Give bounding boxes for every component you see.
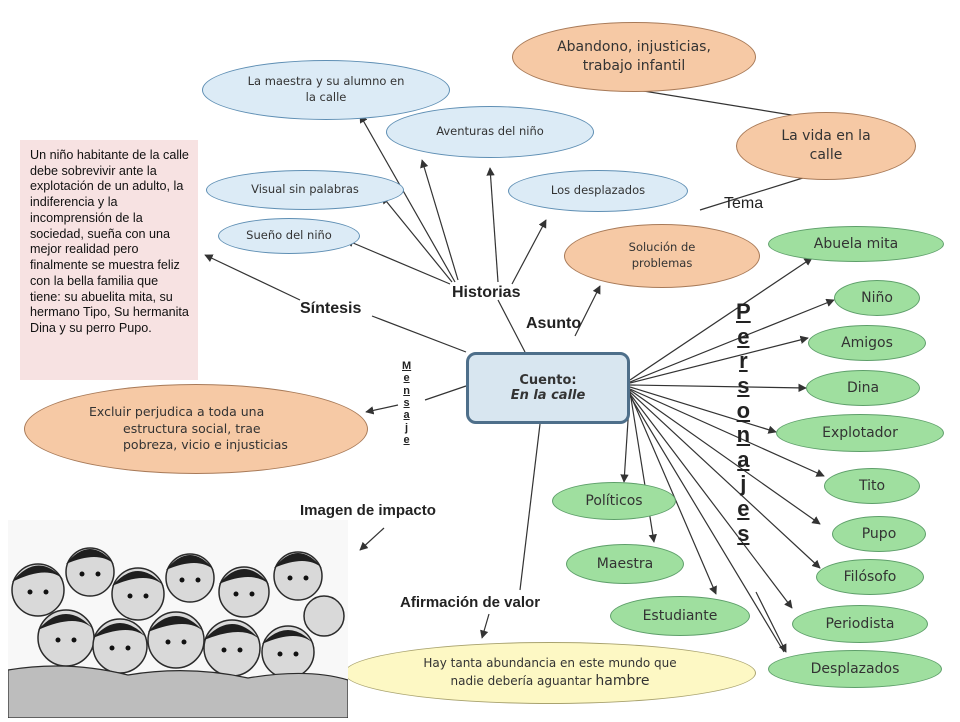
asunto-solucion-text: Solución de problemas: [628, 240, 696, 270]
afirmacion-label: Afirmación de valor: [400, 594, 541, 611]
personaje-dina-node: Dina: [806, 370, 920, 406]
children-sketch-image: [7, 520, 349, 719]
tema-label: Tema: [724, 195, 764, 212]
personaje-explotador-node: Explotador: [776, 414, 944, 452]
personaje-pupo-text: Pupo: [861, 525, 897, 542]
mensaje-line3: pobreza, vicio e injusticias: [123, 437, 288, 453]
personaje-nino-text: Niño: [861, 289, 893, 306]
historia-maestra-text: La maestra y su alumno en la calle: [247, 74, 405, 104]
historia-aventuras-text: Aventuras del niño: [436, 124, 544, 139]
personaje-nino-node: Niño: [834, 280, 920, 316]
imagen-label: Imagen de impacto: [300, 502, 436, 519]
historia-visual-node: Visual sin palabras: [206, 170, 404, 210]
personaje-periodista-node: Periodista: [792, 605, 928, 643]
personaje-politicos-node: Políticos: [552, 482, 676, 520]
personaje-maestra-text: Maestra: [596, 555, 654, 572]
mensaje-line1: Excluir perjudica a toda una: [89, 403, 265, 419]
tema-vida-text: La vida en la calle: [781, 128, 871, 163]
children-illustration: [7, 520, 349, 719]
personaje-estudiante-node: Estudiante: [610, 596, 750, 636]
personaje-abuela-text: Abuela mita: [813, 235, 899, 252]
personaje-pupo-node: Pupo: [832, 516, 926, 552]
center-subtitle: En la calle: [510, 388, 586, 403]
personaje-amigos-node: Amigos: [808, 325, 926, 361]
tema-vida-node: La vida en la calle: [736, 112, 916, 180]
personaje-dina-text: Dina: [846, 379, 880, 396]
personaje-filosofo-node: Filósofo: [816, 559, 924, 595]
mensaje-line2: estructura social, trae: [123, 420, 261, 436]
personaje-explotador-text: Explotador: [822, 424, 898, 441]
tema-abandono-line2: trabajo infantil: [582, 58, 686, 74]
personaje-estudiante-text: Estudiante: [642, 607, 718, 624]
afirmacion-abundancia-node: Hay tanta abundancia en este mundo que n…: [344, 642, 756, 704]
sintesis-label: Síntesis: [300, 300, 362, 317]
personaje-politicos-text: Políticos: [585, 492, 643, 509]
mensaje-excluir-node: Excluir perjudica a toda una estructura …: [24, 384, 368, 474]
center-title: Cuento:: [519, 373, 577, 388]
asunto-solucion-node: Solución de problemas: [564, 224, 760, 288]
tema-abandono-node: Abandono, injusticias, trabajo infantil: [512, 22, 756, 92]
afirmacion-emphasis: hambre: [595, 672, 650, 689]
historia-sueno-node: Sueño del niño: [218, 218, 360, 254]
historia-desplazados-text: Los desplazados: [550, 183, 646, 198]
historia-sueno-text: Sueño del niño: [246, 228, 332, 243]
historias-label: Historias: [452, 284, 521, 301]
center-cuento-node: Cuento: En la calle: [466, 352, 630, 424]
afirmacion-line2-text: nadie debería aguantar: [450, 673, 592, 688]
afirmacion-line2: nadie debería aguantar hambre: [423, 672, 676, 691]
personaje-tito-node: Tito: [824, 468, 920, 504]
tema-abandono-line1: Abandono, injusticias,: [557, 39, 711, 56]
personaje-filosofo-text: Filósofo: [843, 568, 897, 585]
asunto-label: Asunto: [526, 315, 582, 332]
historia-desplazados-node: Los desplazados: [508, 170, 688, 212]
personaje-tito-text: Tito: [858, 477, 886, 494]
personaje-desplazados-node: Desplazados: [768, 650, 942, 688]
sintesis-summary-box: Un niño habitante de la calle debe sobre…: [20, 140, 198, 380]
personaje-amigos-text: Amigos: [841, 334, 893, 351]
personaje-maestra-node: Maestra: [566, 544, 684, 584]
afirmacion-line1: Hay tanta abundancia en este mundo que: [423, 656, 677, 671]
historia-visual-text: Visual sin palabras: [251, 182, 359, 197]
historia-maestra-node: La maestra y su alumno en la calle: [202, 60, 450, 120]
personaje-desplazados-text: Desplazados: [810, 660, 900, 677]
historia-aventuras-node: Aventuras del niño: [386, 106, 594, 158]
personaje-periodista-text: Periodista: [825, 615, 895, 632]
personaje-abuela-node: Abuela mita: [768, 226, 944, 262]
